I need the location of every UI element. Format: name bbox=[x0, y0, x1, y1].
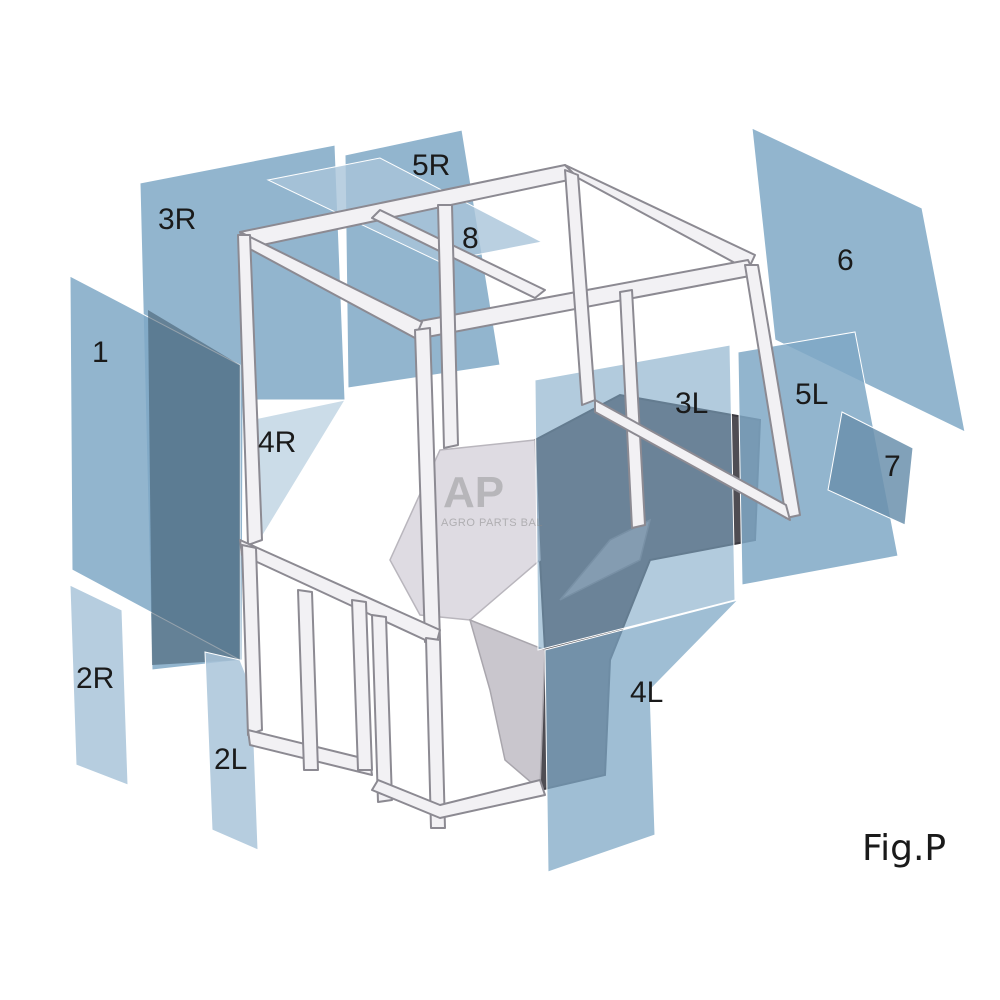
label-5R: 5R bbox=[412, 149, 450, 182]
frame-roof-right-rail bbox=[564, 164, 756, 271]
cab-console-light bbox=[389, 439, 541, 621]
label-2R: 2R bbox=[76, 662, 114, 695]
frame-lower-box-left bbox=[241, 544, 263, 736]
frame-post-rear-right bbox=[564, 169, 596, 406]
label-7: 7 bbox=[884, 450, 901, 483]
part-labels: 3R 5R 8 1 4R 2R 2L 6 3L 5L 7 4L bbox=[76, 149, 901, 776]
label-3R: 3R bbox=[158, 203, 196, 236]
watermark-text: AGRO PARTS BAL bbox=[441, 517, 543, 529]
figure-caption: Fig.P bbox=[862, 828, 946, 869]
watermark-logo: AP bbox=[443, 468, 504, 517]
frame-post-door bbox=[619, 289, 646, 529]
label-3L: 3L bbox=[675, 387, 708, 420]
label-4L: 4L bbox=[630, 676, 663, 709]
glass-panel-2L bbox=[204, 651, 259, 851]
glass-panel-7 bbox=[827, 411, 914, 526]
frame-post-front-right bbox=[744, 264, 801, 519]
frame-front-box-post2 bbox=[425, 637, 446, 829]
label-8: 8 bbox=[462, 222, 479, 255]
label-2L: 2L bbox=[214, 743, 247, 776]
label-5L: 5L bbox=[795, 378, 828, 411]
glass-panel-1-overlap bbox=[148, 310, 240, 665]
frame-side-rail-right bbox=[594, 399, 791, 521]
glass-panel-4R bbox=[249, 399, 347, 542]
label-6: 6 bbox=[837, 244, 854, 277]
frame-front-box-base bbox=[371, 779, 546, 819]
frame-lower-box-inner bbox=[297, 589, 319, 771]
cab-frame bbox=[237, 164, 801, 829]
glass-panel-6 bbox=[751, 127, 966, 433]
glass-panel-4L bbox=[544, 599, 740, 873]
watermark: AP AGRO PARTS BAL bbox=[441, 468, 543, 529]
frame-front-box-post1 bbox=[371, 614, 393, 803]
label-1: 1 bbox=[92, 336, 109, 369]
label-4R: 4R bbox=[258, 426, 296, 459]
glass-panel-2R bbox=[69, 584, 129, 786]
frame-post-rear-left bbox=[237, 234, 263, 546]
frame-roof-crossbar bbox=[371, 209, 546, 299]
cab-seat-base bbox=[468, 618, 546, 792]
frame-lower-box-inner2 bbox=[351, 599, 373, 771]
frame-post-mid bbox=[437, 204, 459, 449]
